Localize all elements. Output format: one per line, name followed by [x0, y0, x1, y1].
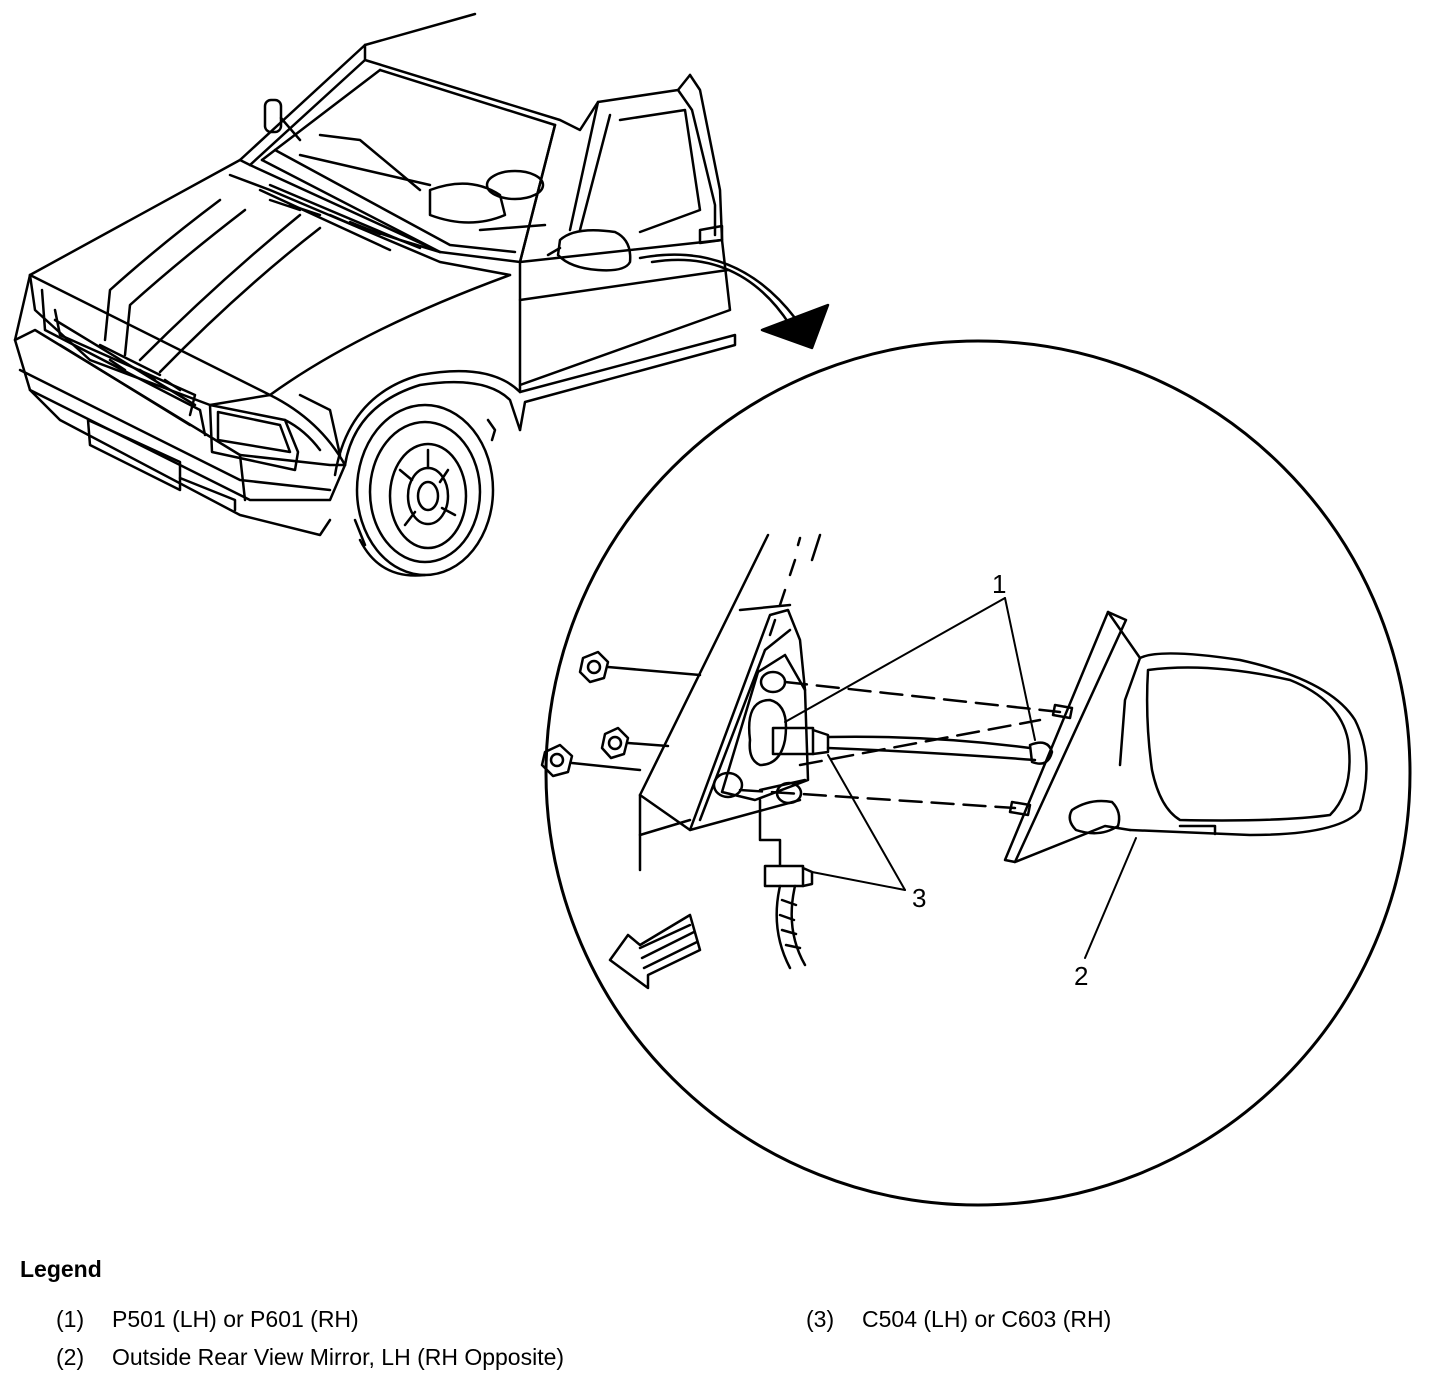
legend-item-number: (1): [56, 1306, 85, 1332]
nut-icon: [540, 743, 574, 778]
door-panel-illustration: [638, 533, 822, 872]
harness-connector-icon: [763, 864, 805, 888]
callout-3: 3: [912, 883, 926, 913]
legend-item-number: (2): [56, 1344, 85, 1370]
legend-item-text: C504 (LH) or C603 (RH): [862, 1306, 1112, 1332]
outside-rear-view-mirror-icon: [1003, 610, 1368, 864]
callout-2: 2: [1074, 961, 1088, 991]
legend-item: (1) P501 (LH) or P601 (RH): [56, 1306, 359, 1333]
detail-view-circle: [544, 339, 1412, 1207]
legend-item: (2) Outside Rear View Mirror, LH (RH Oppo…: [56, 1344, 564, 1371]
detail-pointer-arrow-icon: [638, 253, 830, 350]
legend-item-text: P501 (LH) or P601 (RH): [112, 1306, 359, 1332]
pickup-truck-illustration: [13, 12, 737, 577]
mounting-nuts: [540, 650, 702, 778]
legend-title: Legend: [20, 1256, 102, 1282]
legend-item-text: Outside Rear View Mirror, LH (RH Opposit…: [112, 1344, 565, 1370]
forward-direction-arrow-icon: [608, 913, 702, 990]
mirror-plug-icon: [1028, 741, 1054, 765]
nut-icon: [600, 726, 630, 760]
wiring-harness: [763, 726, 1054, 970]
mirror-removal-diagram: 1 2 3: [13, 12, 1412, 1207]
legend-item: (3) C504 (LH) or C603 (RH): [806, 1306, 1111, 1333]
alignment-lines: [738, 680, 1074, 867]
callout-1: 1: [992, 569, 1006, 599]
nut-icon: [578, 650, 610, 684]
front-tire-icon: [355, 403, 495, 577]
legend-item-number: (3): [806, 1306, 835, 1332]
truck-mirror-icon: [556, 229, 632, 272]
connector-icon: [771, 726, 815, 756]
callout-leaders: [784, 597, 1137, 959]
